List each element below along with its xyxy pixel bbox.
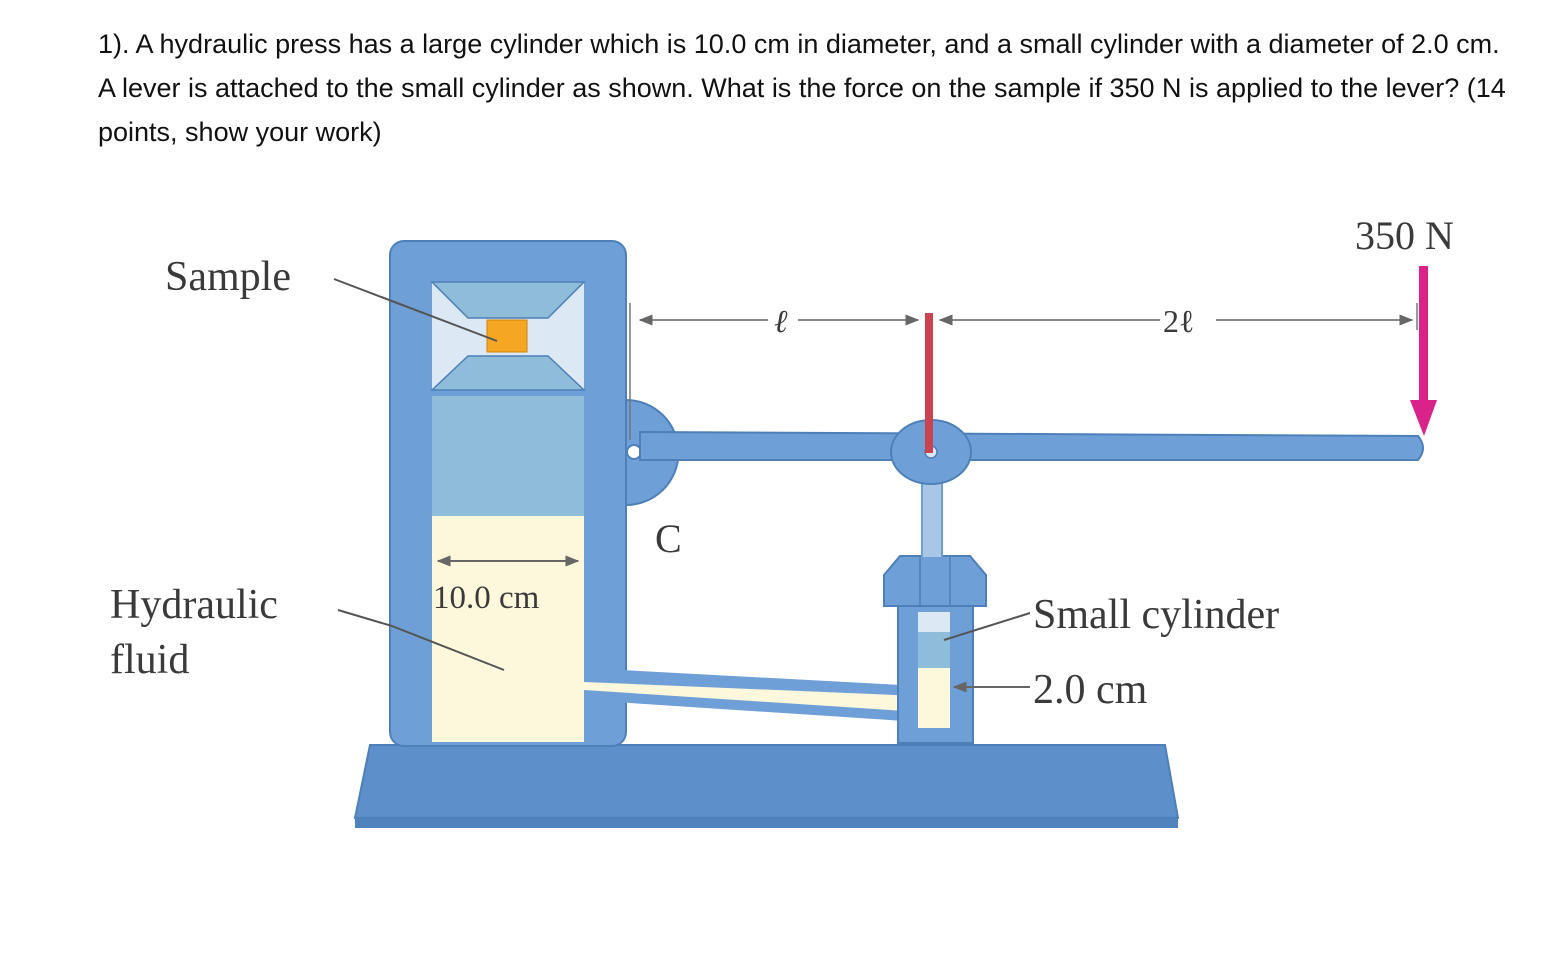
long-arm-label: 2ℓ xyxy=(1163,303,1194,339)
large-cylinder-fluid xyxy=(432,516,584,742)
applied-force-label: 350 N xyxy=(1355,213,1454,258)
small-cylinder-nut xyxy=(883,555,987,607)
small-cylinder-fluid xyxy=(918,668,950,728)
sample-leader-line xyxy=(333,278,498,342)
sample-label: Sample xyxy=(165,254,291,300)
fluid-label: fluid xyxy=(110,637,189,683)
large-piston xyxy=(432,396,584,516)
connecting-pipe xyxy=(584,668,920,722)
hydraulic-leader-line xyxy=(337,609,393,627)
fluid-leader-line xyxy=(391,625,505,671)
applied-force-arrow xyxy=(1410,266,1437,436)
sample-block xyxy=(486,319,528,353)
small-diameter-label: 2.0 cm xyxy=(1033,667,1148,713)
small-cylinder-label: Small cylinder xyxy=(1033,592,1279,638)
small-cylinder-leader-line xyxy=(943,612,1031,641)
hydraulic-label: Hydraulic xyxy=(110,582,278,628)
pivot-label: C xyxy=(655,516,682,561)
lever xyxy=(639,419,1424,485)
question-text: 1). A hydraulic press has a large cylind… xyxy=(98,29,1506,147)
short-arm-label: ℓ xyxy=(774,303,788,339)
sample-chamber xyxy=(430,281,586,391)
large-diameter-label: 10.0 cm xyxy=(433,580,540,616)
press-base xyxy=(353,744,1180,828)
link-rod xyxy=(925,313,933,453)
small-cylinder-housing xyxy=(897,604,974,744)
pivot-pin xyxy=(626,444,642,460)
